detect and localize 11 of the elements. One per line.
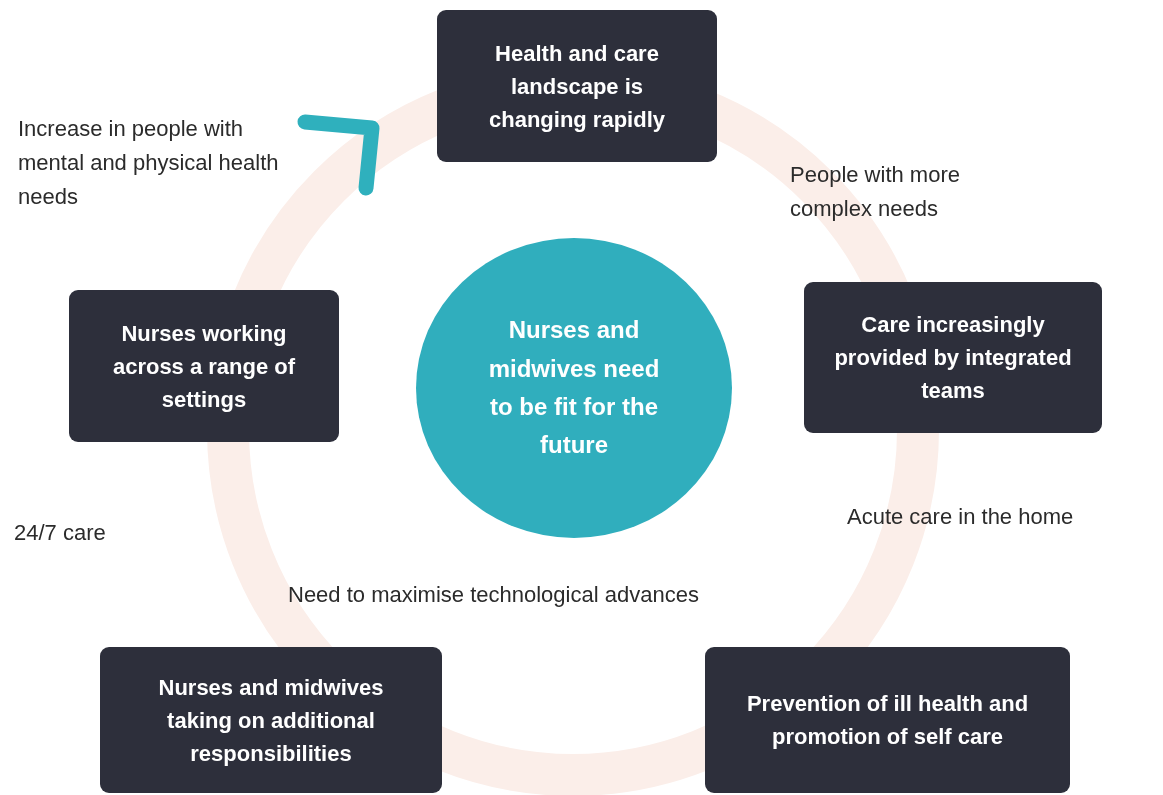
statement-box: Nurses working across a range of settings (69, 290, 339, 442)
center-circle: Nurses and midwives need to be fit for the future (416, 238, 732, 538)
factor-label: 24/7 care (14, 519, 107, 547)
statement-box: Care increasingly provided by integrated teams (804, 282, 1102, 433)
factor-label: Increase in people with mental and physical health needs (18, 115, 280, 212)
statement-box: Health and care landscape is changing rapidly (437, 10, 717, 162)
factor-label: Need to maximise technological advances (288, 581, 700, 609)
factor-label: Acute care in the home (847, 503, 1075, 531)
statement-box: Nurses and midwives taking on additional responsibilities (100, 647, 442, 793)
factor-label: People with more complex needs (790, 161, 961, 224)
statement-box: Prevention of ill health and promotion of self care (705, 647, 1070, 793)
